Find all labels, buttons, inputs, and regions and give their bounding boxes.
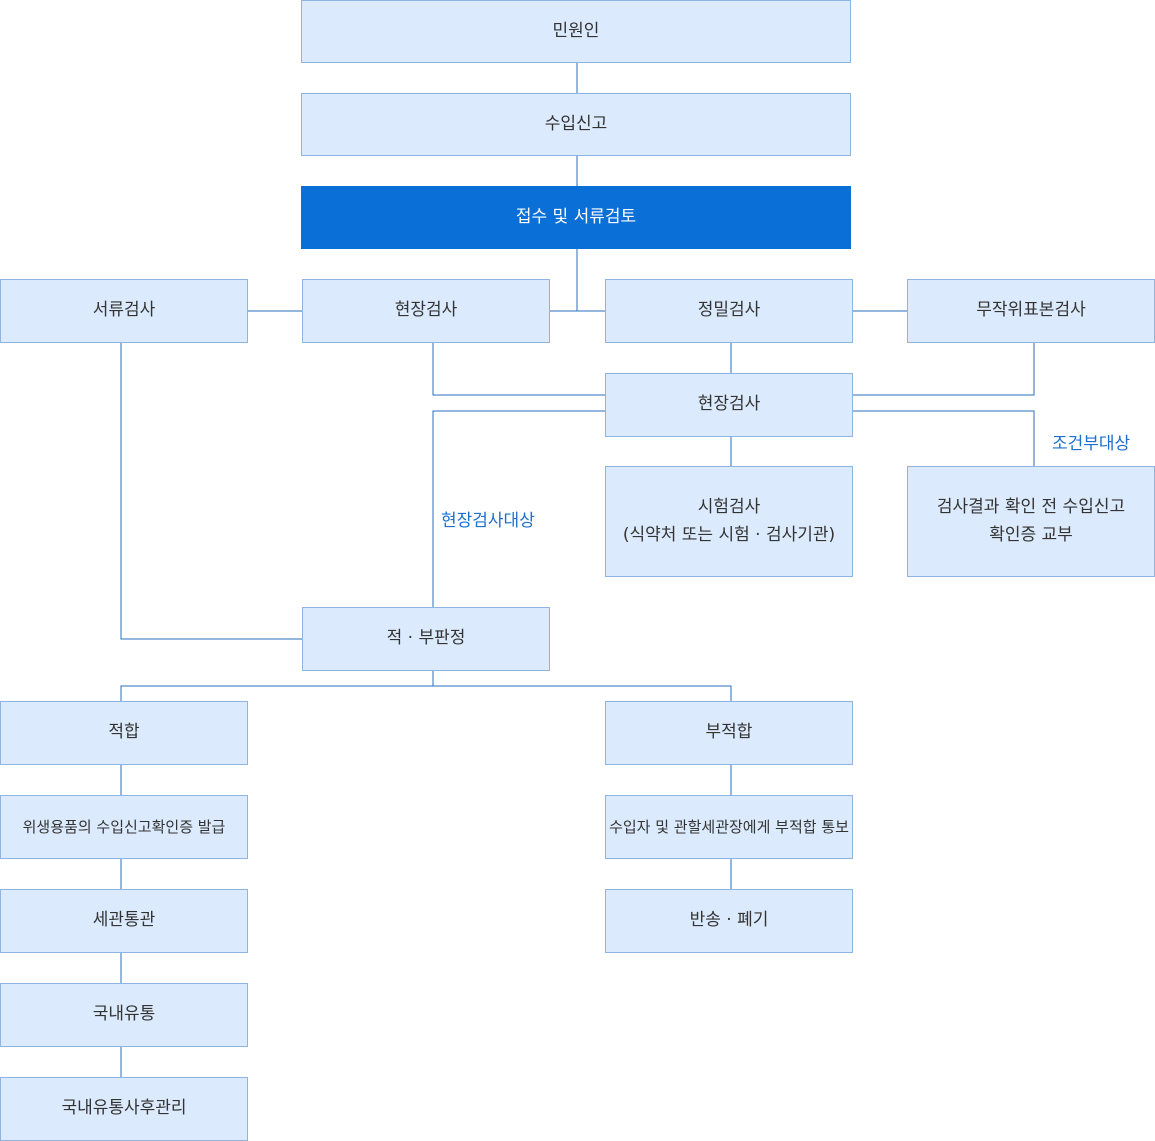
node-fail: 부적합 bbox=[605, 701, 853, 765]
node-lab-test-line1: 시험검사 bbox=[697, 497, 761, 518]
node-pass-label: 적합 bbox=[108, 722, 140, 743]
node-post-distribution-label: 국내유통사후관리 bbox=[61, 1098, 187, 1119]
node-document-inspection: 서류검사 bbox=[0, 279, 248, 343]
label-conditional: 조건부대상 bbox=[1052, 434, 1131, 454]
node-return-disposal: 반송 · 폐기 bbox=[605, 889, 853, 953]
node-applicant-label: 민원인 bbox=[552, 20, 600, 41]
node-customs-clearance-label: 세관통관 bbox=[92, 910, 156, 931]
node-certificate-issue: 위생용품의 수입신고확인증 발급 bbox=[0, 795, 248, 859]
node-post-distribution: 국내유통사후관리 bbox=[0, 1077, 248, 1141]
node-reception-review-label: 접수 및 서류검토 bbox=[515, 206, 637, 227]
node-onsite-inspection-top-label: 현장검사 bbox=[394, 300, 458, 321]
node-import-report-label: 수입신고 bbox=[544, 113, 608, 134]
node-detailed-inspection-label: 정밀검사 bbox=[697, 300, 761, 321]
node-fail-notice: 수입자 및 관할세관장에게 부적합 통보 bbox=[605, 795, 853, 859]
node-fail-label: 부적합 bbox=[705, 722, 753, 743]
label-onsite-target: 현장검사대상 bbox=[441, 511, 535, 531]
node-judgment-label: 적 · 부판정 bbox=[386, 628, 466, 649]
node-lab-test: 시험검사 (식약처 또는 시험 · 검사기관) bbox=[605, 466, 853, 577]
node-onsite-inspection-mid-label: 현장검사 bbox=[697, 394, 761, 415]
node-reception-review: 접수 및 서류검토 bbox=[301, 186, 851, 249]
node-judgment: 적 · 부판정 bbox=[302, 607, 550, 671]
node-certificate-issue-label: 위생용품의 수입신고확인증 발급 bbox=[22, 818, 226, 836]
node-detailed-inspection: 정밀검사 bbox=[605, 279, 853, 343]
node-pre-certificate-line1: 검사결과 확인 전 수입신고 bbox=[936, 497, 1126, 518]
node-lab-test-line2: (식약처 또는 시험 · 검사기관) bbox=[622, 524, 836, 545]
node-pre-certificate: 검사결과 확인 전 수입신고 확인증 교부 bbox=[907, 466, 1155, 577]
node-document-inspection-label: 서류검사 bbox=[92, 300, 156, 321]
node-pass: 적합 bbox=[0, 701, 248, 765]
node-fail-notice-label: 수입자 및 관할세관장에게 부적합 통보 bbox=[609, 818, 849, 836]
node-random-sampling: 무작위표본검사 bbox=[907, 279, 1155, 343]
node-domestic-distribution-label: 국내유통 bbox=[92, 1004, 156, 1025]
node-onsite-inspection-mid: 현장검사 bbox=[605, 373, 853, 437]
node-import-report: 수입신고 bbox=[301, 93, 851, 156]
node-onsite-inspection-top: 현장검사 bbox=[302, 279, 550, 343]
node-domestic-distribution: 국내유통 bbox=[0, 983, 248, 1047]
node-customs-clearance: 세관통관 bbox=[0, 889, 248, 953]
node-return-disposal-label: 반송 · 폐기 bbox=[689, 910, 769, 931]
node-applicant: 민원인 bbox=[301, 0, 851, 63]
node-pre-certificate-line2: 확인증 교부 bbox=[989, 524, 1073, 545]
node-random-sampling-label: 무작위표본검사 bbox=[976, 300, 1086, 321]
